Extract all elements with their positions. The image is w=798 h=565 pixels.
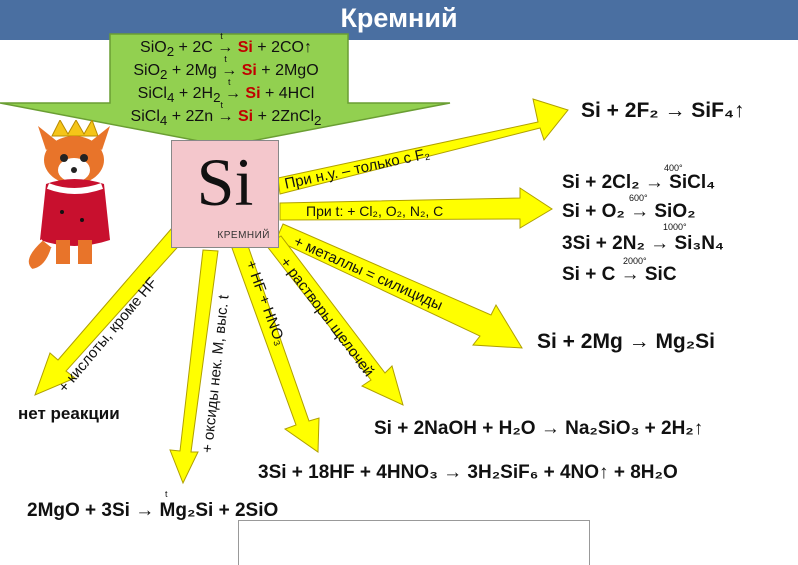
no-reaction-label: нет реакции: [18, 404, 120, 423]
label-t: При t: + Cl₂, O₂, N₂, C: [306, 203, 444, 219]
page-title: Кремний: [340, 3, 458, 33]
element-name: КРЕМНИЙ: [217, 230, 270, 241]
fox-king-icon: [26, 120, 110, 272]
arrow-hf: [231, 242, 320, 453]
synthesis-eq-1: SiO2 + 2C →t Si + 2CO↑: [140, 31, 312, 60]
arrow-t: [279, 187, 553, 229]
arrow-alkali: [265, 235, 404, 406]
temp-c: 2000°: [623, 256, 647, 266]
temp-o2: 600°: [629, 193, 648, 203]
equation-o2: Si + O₂ → SiO₂: [562, 201, 696, 222]
element-tile: Si КРЕМНИЙ: [171, 140, 279, 248]
equation-n2: 3Si + 2N₂ → Si₃N₄: [562, 233, 724, 254]
temp-cl2: 400°: [664, 163, 683, 173]
equation-mgo: 2MgO + 3Si → Mg₂Si + 2SiO: [27, 500, 279, 521]
arrow-oxides: [169, 249, 219, 485]
synthesis-eq-2: SiO2 + 2Mg →t Si + 2MgO: [133, 54, 319, 83]
element-symbol: Si: [196, 144, 254, 220]
temp-n2: 1000°: [663, 222, 687, 232]
equation-c: Si + C → SiC: [562, 264, 677, 285]
arrow-metals: [275, 223, 523, 349]
synthesis-eq-3: SiCl4 + 2H2 →t Si + 4HCl: [137, 77, 315, 106]
arrow-acids: [34, 227, 185, 396]
equation-hno3: 3Si + 18HF + 4HNO₃ → 3H₂SiF₆ + 4NO↑ + 8H…: [258, 462, 678, 483]
arrow-f2: [277, 98, 569, 195]
temp-mgo: t: [165, 489, 168, 499]
equation-cl2: Si + 2Cl₂ → SiCl₄: [562, 172, 716, 193]
equation-f2: Si + 2F₂ → SiF₄↑: [581, 99, 745, 122]
synthesis-arrow: [0, 33, 451, 147]
synthesis-eq-4: SiCl4 + 2Zn →t Si + 2ZnCl2: [130, 100, 322, 129]
equation-naoh: Si + 2NaOH + H₂O → Na₂SiO₃ + 2H₂↑: [374, 418, 704, 439]
equation-mg: Si + 2Mg → Mg₂Si: [537, 330, 715, 353]
blank-panel: [238, 520, 590, 565]
